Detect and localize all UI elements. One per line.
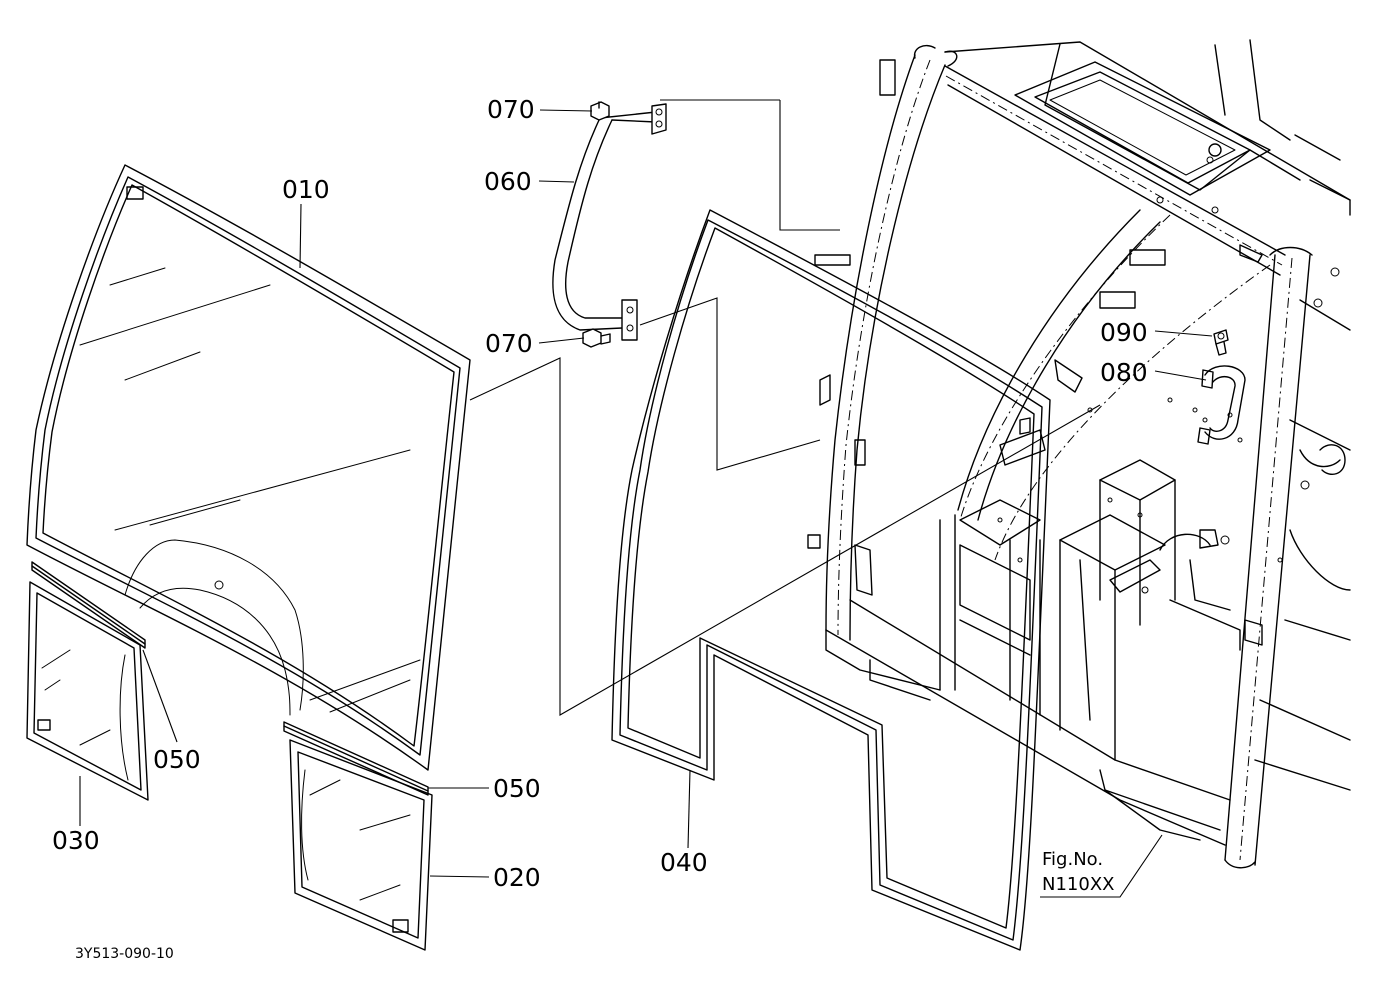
strip-seal-050-left (31, 561, 146, 649)
callout-090: 090 (1100, 318, 1148, 347)
lower-glass-020 (289, 739, 433, 951)
windshield-010 (26, 164, 471, 771)
callout-020: 020 (493, 863, 541, 892)
bolt-090 (1213, 329, 1229, 356)
door-seal-040 (611, 209, 1051, 951)
assembly-lines (469, 99, 1101, 716)
cab-frame (807, 39, 1351, 869)
callout-060: 060 (484, 167, 532, 196)
figure-number: N110XX (1042, 874, 1114, 895)
strip-seal-050-right (283, 721, 429, 796)
callout-030: 030 (52, 826, 100, 855)
callout-080: 080 (1100, 358, 1148, 387)
bolt-070-upper (590, 101, 610, 121)
grab-handle-080 (1197, 365, 1246, 445)
figure-label: Fig.No. (1042, 849, 1103, 870)
callout-050-left: 050 (153, 745, 201, 774)
drawing-number: 3Y513-090-10 (75, 946, 174, 962)
callout-010: 010 (282, 175, 330, 204)
callout-050-right: 050 (493, 774, 541, 803)
callout-070-lower: 070 (485, 329, 533, 358)
callout-070-upper: 070 (487, 95, 535, 124)
lower-glass-030 (26, 581, 149, 801)
bolt-070-lower (582, 328, 611, 348)
handrail-060 (552, 103, 667, 341)
callout-040: 040 (660, 848, 708, 877)
callout-leaders (79, 109, 1213, 898)
